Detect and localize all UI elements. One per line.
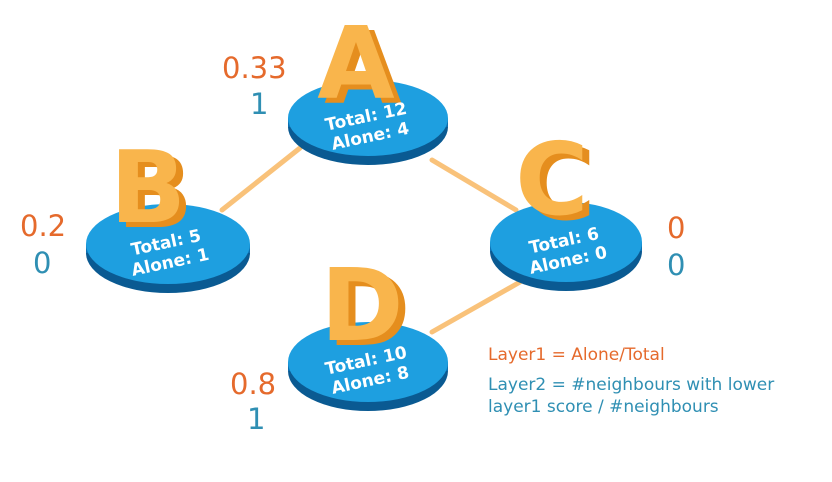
node-b-disc-top	[86, 204, 250, 284]
node-a-disc-top	[288, 80, 448, 156]
node-b-layer1-score: 0.2	[20, 209, 67, 243]
edge-a-b	[219, 145, 303, 213]
node-d-letter: D	[320, 247, 403, 364]
edges-layer	[219, 145, 523, 335]
layer2-formula-line1: Layer2 = #neighbours with lower	[488, 375, 775, 395]
node-c-layer2-score: 0	[667, 248, 686, 282]
node-a-letter: A	[317, 5, 394, 122]
edge-c-d	[429, 279, 523, 335]
node-d-letter-shadow: D	[327, 252, 410, 369]
node-b-letter: B	[110, 129, 186, 246]
layer1-formula: Layer1 = Alone/Total	[488, 345, 665, 365]
node-a-letter-shadow: A	[324, 10, 401, 127]
node-c-letter: C	[515, 121, 588, 238]
node-a-layer2-score: 1	[250, 87, 269, 121]
layer2-formula-line2: layer1 score / #neighbours	[488, 397, 719, 417]
node-d-disc-top	[288, 322, 448, 402]
node-d-layer2-score: 1	[247, 402, 266, 436]
node-b-letter-shadow: B	[117, 134, 193, 251]
edge-a-c	[429, 157, 519, 213]
node-d-layer1-score: 0.8	[230, 367, 277, 401]
node-c-layer1-score: 0	[667, 211, 686, 245]
node-a-layer1-score: 0.33	[222, 51, 287, 85]
node-b-layer2-score: 0	[33, 246, 52, 280]
node-c-letter-shadow: C	[522, 126, 595, 243]
node-c-disc-top	[490, 202, 642, 282]
